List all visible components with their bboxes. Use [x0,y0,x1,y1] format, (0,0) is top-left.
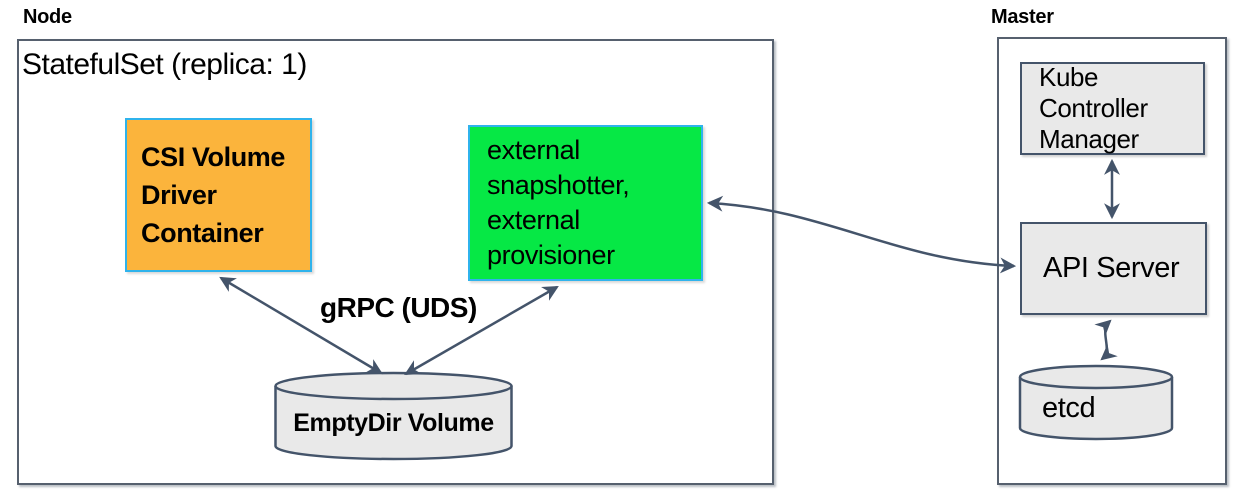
grpc-uds-label: gRPC (UDS) [320,292,477,323]
sidecar-box-line: external [487,135,580,165]
csi-box-line: CSI Volume [141,142,286,172]
external-sidecars-box: external snapshotter, external provision… [468,125,703,281]
kcm-box-line: Controller [1039,93,1148,123]
api-server-label: API Server [1043,252,1180,284]
csi-volume-driver-container-box: CSI Volume Driver Container [125,118,312,272]
sidecar-box-line: external [487,205,580,235]
kcm-box-line: Manager [1039,124,1139,154]
emptydir-volume-label: EmptyDir Volume [293,409,494,437]
master-zone-label: Master [991,6,1054,28]
kube-controller-manager-box: Kube Controller Manager [1020,62,1205,155]
etcd-label: etcd [1042,392,1096,424]
csi-box-line: Container [141,218,264,248]
api-server-box: API Server [1020,222,1207,315]
csi-box-line: Driver [141,180,217,210]
sidecar-box-line: provisioner [487,240,615,270]
kcm-box-line: Kube [1039,62,1099,92]
statefulset-label: StatefulSet (replica: 1) [22,48,307,81]
node-zone-label: Node [23,6,72,28]
sidecar-box-line: snapshotter, [487,170,630,200]
